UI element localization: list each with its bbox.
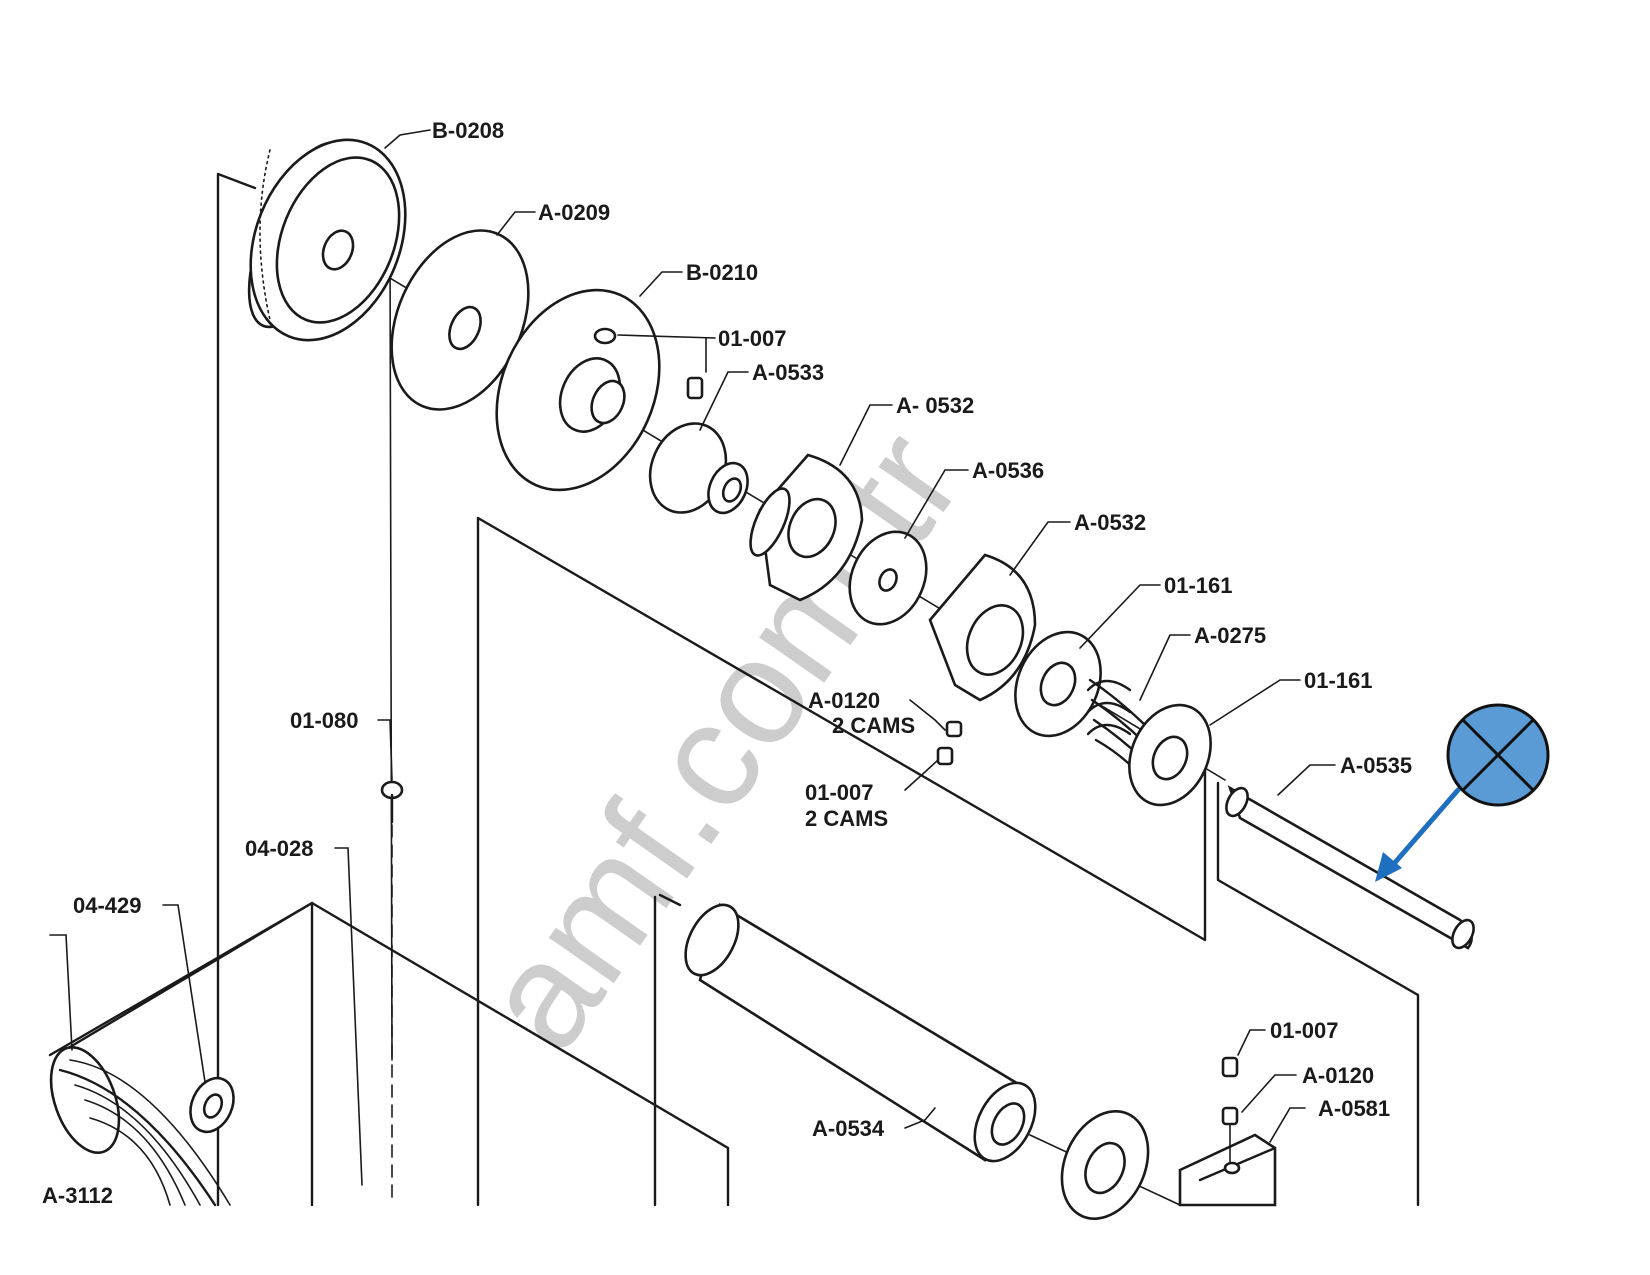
label-a0532-upper: A- 0532 bbox=[896, 393, 974, 418]
label-a0534: A-0534 bbox=[812, 1116, 885, 1141]
label-a0209: A-0209 bbox=[538, 200, 610, 225]
label-a0535: A-0535 bbox=[1340, 753, 1412, 778]
label-a0581: A-0581 bbox=[1318, 1096, 1390, 1121]
screw-01080 bbox=[380, 780, 404, 824]
label-cams-note-1: 2 CAMS bbox=[832, 713, 915, 738]
label-01007-top: 01-007 bbox=[718, 326, 787, 351]
label-cams-note-2: 2 CAMS bbox=[805, 806, 888, 831]
label-01007-cams: 01-007 bbox=[805, 780, 874, 805]
marker-cross-2 bbox=[1461, 718, 1535, 792]
washer-bottom bbox=[1060, 1110, 1150, 1220]
washer-01161-a bbox=[1014, 630, 1102, 738]
cam-small-parts bbox=[936, 720, 963, 766]
disc-b0210 bbox=[495, 288, 661, 492]
cam-a0532-lower bbox=[928, 553, 1037, 702]
label-a0120-cams: A-0120 bbox=[808, 688, 880, 713]
washer-04429 bbox=[189, 1076, 235, 1134]
shaft-a0535 bbox=[1225, 785, 1475, 950]
label-a3112: A-3112 bbox=[42, 1183, 113, 1208]
lower-housing-box bbox=[48, 901, 730, 1207]
label-01161-b: 01-161 bbox=[1304, 668, 1373, 693]
gear-b0208 bbox=[247, 138, 407, 342]
label-a0533: A-0533 bbox=[752, 360, 824, 385]
label-01007-bottom: 01-007 bbox=[1270, 1018, 1339, 1043]
washer-01161-b bbox=[1128, 703, 1212, 807]
roller-a0534 bbox=[684, 902, 1037, 1163]
cam-a0532-upper bbox=[749, 453, 864, 602]
label-b0210: B-0210 bbox=[686, 260, 758, 285]
coil-winding bbox=[49, 1046, 231, 1207]
leader-lines bbox=[49, 129, 1336, 1186]
washer-a0536 bbox=[848, 530, 928, 626]
label-01161-a: 01-161 bbox=[1164, 573, 1233, 598]
marker-arrow-line bbox=[1389, 787, 1461, 869]
cross-circle-icon[interactable] bbox=[1375, 703, 1550, 882]
disc-a0209 bbox=[390, 229, 530, 411]
collar-a0533 bbox=[648, 376, 749, 515]
label-a0532-lower: A-0532 bbox=[1074, 510, 1146, 535]
label-04028: 04-028 bbox=[245, 836, 314, 861]
marker-arrowhead bbox=[1375, 852, 1402, 882]
label-a0275: A-0275 bbox=[1194, 623, 1266, 648]
block-a0581 bbox=[1178, 1056, 1277, 1207]
label-a0120-bottom: A-0120 bbox=[1302, 1063, 1374, 1088]
label-04429: 04-429 bbox=[73, 893, 142, 918]
panel-outlines bbox=[216, 172, 1420, 1207]
label-a0536: A-0536 bbox=[972, 458, 1044, 483]
label-01080: 01-080 bbox=[290, 708, 359, 733]
label-b0208: B-0208 bbox=[432, 118, 504, 143]
part-labels: B-0208 A-0209 B-0210 01-007 A-0533 A- 05… bbox=[42, 118, 1412, 1208]
